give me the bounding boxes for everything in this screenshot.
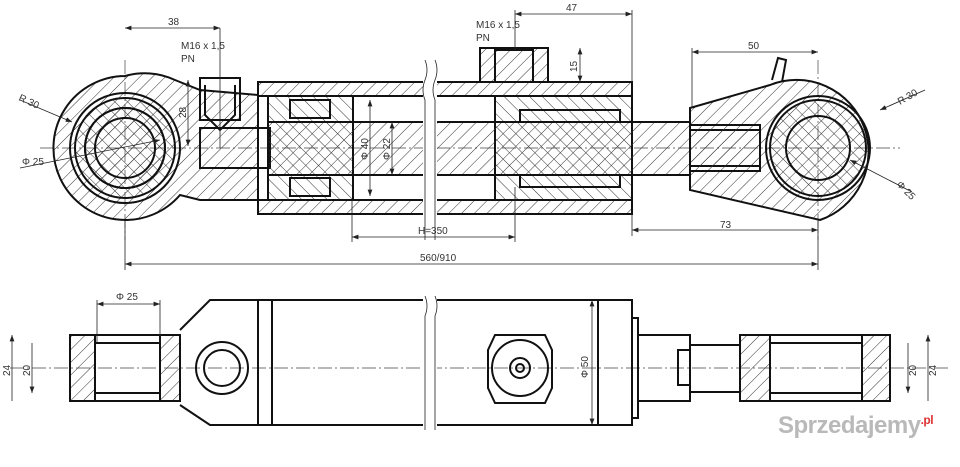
cylinder-tube-top <box>257 81 633 97</box>
piston-diameter: Φ 40 <box>360 138 371 160</box>
right-port-height: 15 <box>569 60 580 72</box>
dim-73: 73 <box>720 220 732 231</box>
tube-diameter: Φ 50 <box>580 356 591 378</box>
left-eye-radius: R 30 <box>17 93 41 112</box>
port-boss <box>487 334 553 404</box>
right-port-thread: M16 x 1,5 <box>476 20 520 31</box>
left-port-label: PN <box>181 54 195 65</box>
dim-38: 38 <box>168 17 180 28</box>
left-port-height: 28 <box>178 106 189 118</box>
piston-rod <box>267 121 761 176</box>
left-port-thread: M16 x 1,5 <box>181 41 225 52</box>
right-outer-width: 24 <box>928 364 939 376</box>
right-eye-radius: R 30 <box>896 87 920 107</box>
dim-47: 47 <box>566 3 578 14</box>
watermark-logo: Sprzedajemy.pl <box>778 412 934 439</box>
pin-diameter: Φ 25 <box>116 292 138 303</box>
left-inner-width: 20 <box>22 364 33 376</box>
left-eye-bore: Φ 25 <box>22 157 44 168</box>
top-section-view <box>19 10 926 270</box>
right-port-label: PN <box>476 33 490 44</box>
overall-length: 560/910 <box>420 253 457 264</box>
cylinder-tube-bottom <box>257 299 633 426</box>
left-outer-width: 24 <box>2 364 13 376</box>
right-port <box>479 47 549 83</box>
right-eye-bore: Φ 25 <box>894 179 918 203</box>
grease-nipple <box>771 56 788 83</box>
dim-50: 50 <box>748 41 760 52</box>
bottom-outer-view <box>10 295 950 430</box>
right-inner-width: 20 <box>908 364 919 376</box>
rod-diameter: Φ 22 <box>382 138 393 160</box>
stroke-dimension: H=350 <box>418 226 448 237</box>
